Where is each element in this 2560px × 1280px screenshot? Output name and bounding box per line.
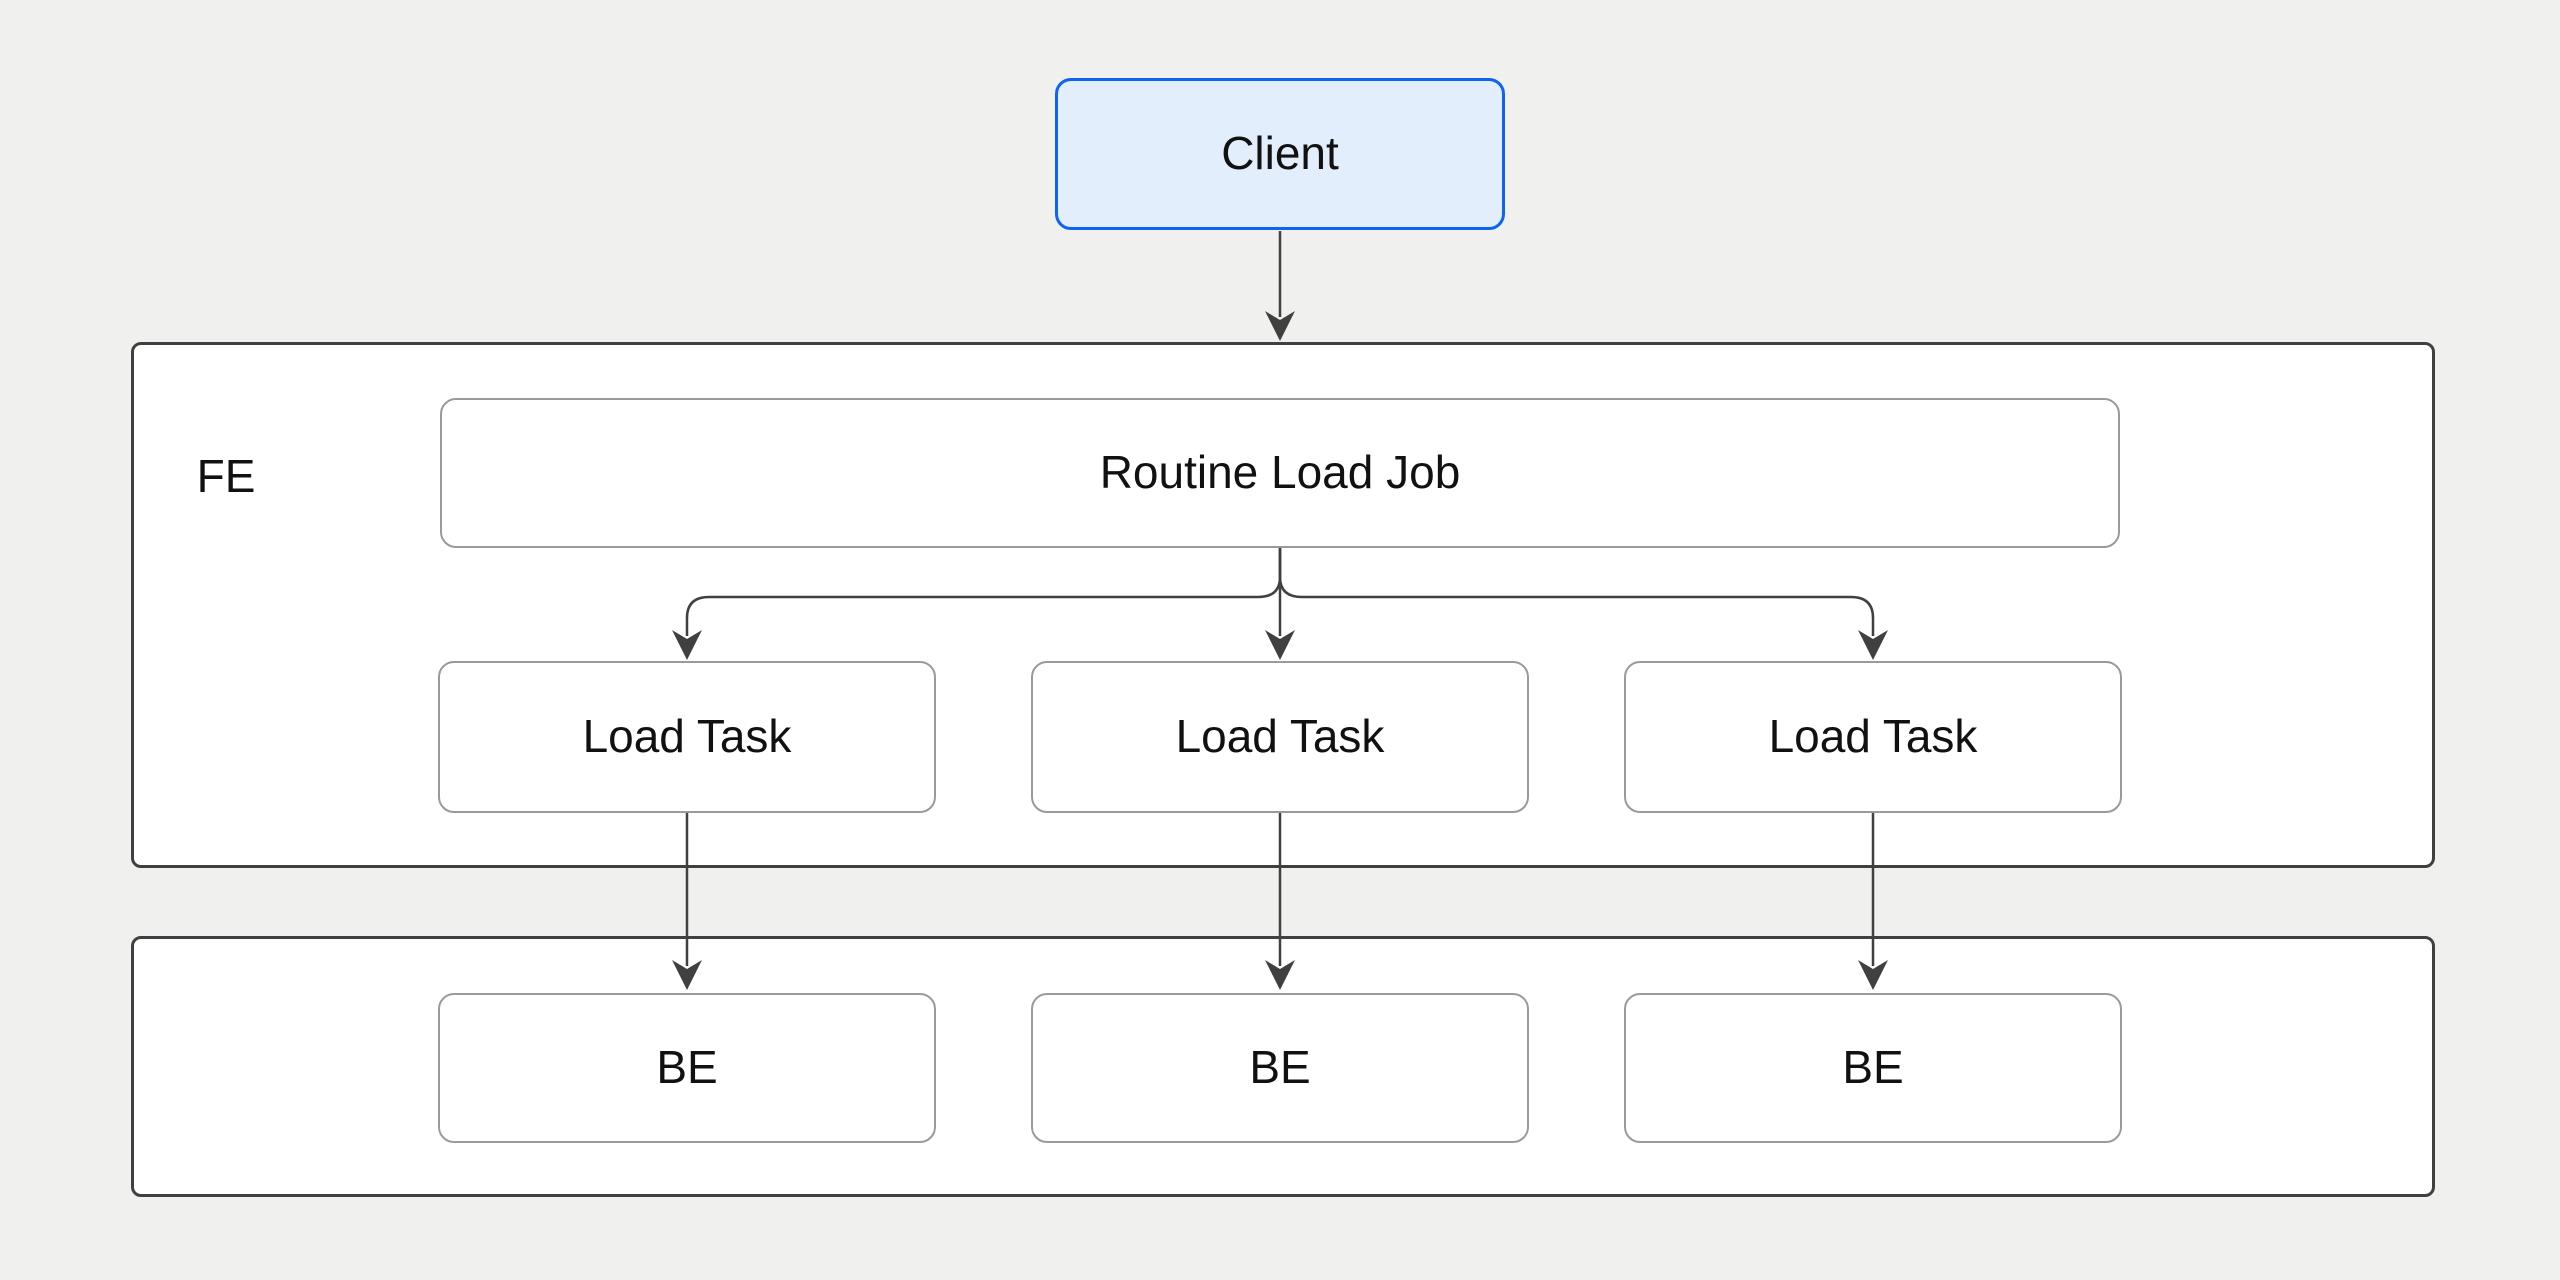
node-client-label: Client — [1221, 127, 1339, 180]
node-be-3-label: BE — [1842, 1041, 1904, 1094]
node-routine-load-job-label: Routine Load Job — [1099, 446, 1461, 499]
node-load-task-3-label: Load Task — [1768, 710, 1978, 763]
node-be-3: BE — [1624, 993, 2122, 1143]
arrowhead-client-to-routine-load-job — [1265, 311, 1295, 341]
fe-group-label: FE — [166, 446, 286, 506]
node-be-1: BE — [438, 993, 936, 1143]
node-client: Client — [1055, 78, 1505, 230]
node-be-1-label: BE — [656, 1041, 718, 1094]
node-be-2-label: BE — [1249, 1041, 1311, 1094]
node-load-task-3: Load Task — [1624, 661, 2122, 813]
node-load-task-2-label: Load Task — [1175, 710, 1385, 763]
fe-group-label-text: FE — [196, 450, 256, 502]
node-load-task-1-label: Load Task — [582, 710, 792, 763]
node-load-task-1: Load Task — [438, 661, 936, 813]
node-routine-load-job: Routine Load Job — [440, 398, 2120, 548]
node-be-2: BE — [1031, 993, 1529, 1143]
node-load-task-2: Load Task — [1031, 661, 1529, 813]
